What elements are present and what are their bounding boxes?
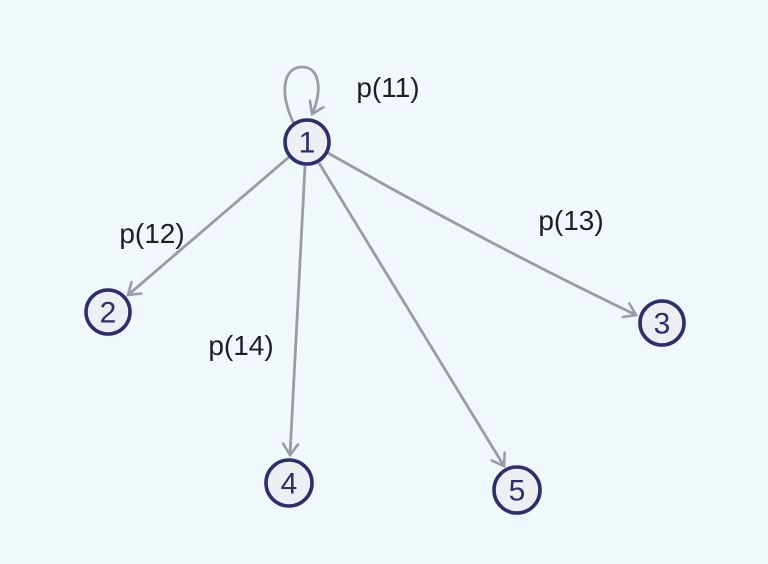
edge-label-13: p(13)	[538, 205, 603, 236]
edge-1-3	[327, 151, 639, 319]
edge-1-4	[281, 165, 307, 458]
edge-label-14: p(14)	[208, 330, 273, 361]
node-5	[492, 465, 542, 515]
edge-1-2	[126, 155, 290, 297]
node-label-2: 2	[100, 297, 117, 330]
edge-1-1	[283, 65, 325, 125]
node-2	[84, 288, 132, 336]
node-1	[283, 118, 331, 166]
edge-label-11: p(11)	[356, 72, 419, 103]
node-label-4: 4	[281, 468, 298, 501]
node-label-1: 1	[299, 127, 316, 160]
edge-1-5	[317, 162, 506, 468]
node-4	[264, 458, 314, 508]
edge-label-12: p(12)	[119, 218, 184, 249]
node-label-5: 5	[509, 475, 526, 508]
node-label-3: 3	[654, 308, 671, 341]
node-3	[638, 299, 686, 347]
